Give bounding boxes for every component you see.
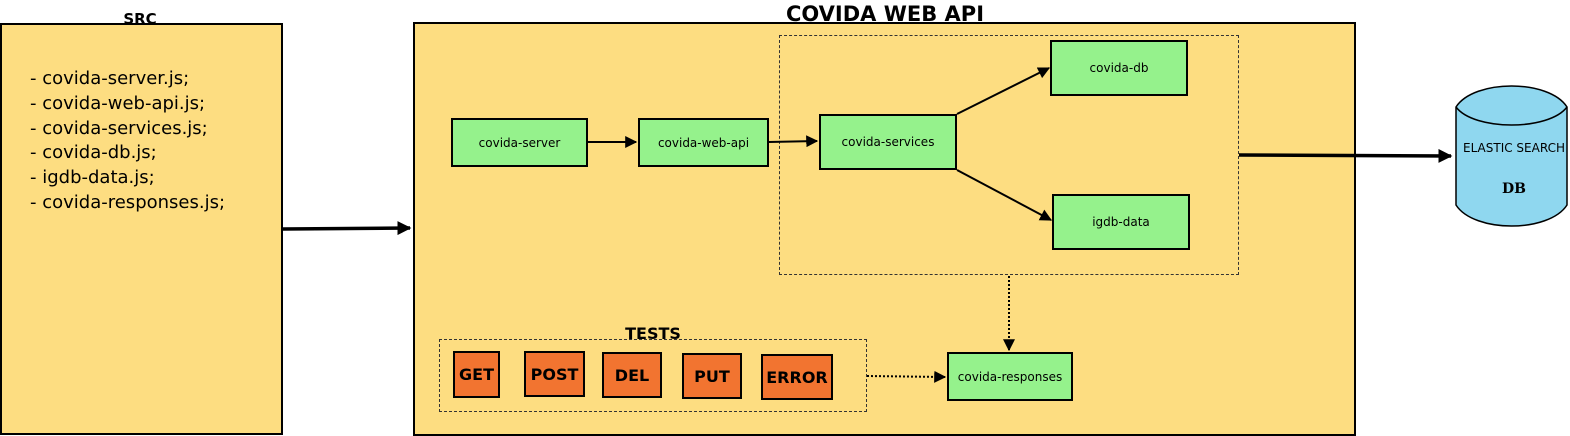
database-label: ELASTIC SEARCH (1463, 141, 1565, 155)
src-file-item: - covida-web-api.js; (30, 92, 206, 114)
services-group (779, 35, 1239, 275)
src-file-item: - covida-db.js; (30, 142, 157, 164)
edge-services-to-db (956, 67, 1051, 115)
tests-group (439, 339, 867, 412)
src-file-item: - covida-server.js; (30, 68, 190, 89)
src-file-list: - covida-server.js; - covida-web-api.js;… (30, 67, 225, 216)
covida-db-node[interactable]: covida-db (1050, 40, 1188, 96)
covida-server-node[interactable]: covida-server (451, 118, 588, 167)
test-get[interactable]: GET (453, 351, 500, 398)
src-file-item: - covida-responses.js; (30, 191, 226, 213)
api-title: COVIDA WEB API (785, 2, 985, 26)
test-post[interactable]: POST (524, 351, 585, 397)
test-del[interactable]: DEL (602, 352, 662, 398)
src-file-item: - igdb-data.js; (30, 167, 155, 189)
src-panel: - covida-server.js; - covida-web-api.js;… (0, 23, 283, 435)
edge-services-to-igdb (956, 169, 1053, 221)
database-shape (1455, 85, 1568, 227)
edge-group-to-database (1238, 148, 1453, 163)
test-put[interactable]: PUT (682, 353, 742, 399)
tests-title: TESTS (625, 324, 681, 343)
covida-web-api-node[interactable]: covida-web-api (638, 118, 769, 167)
edge-src-to-api (282, 221, 412, 236)
igdb-data-node[interactable]: igdb-data (1052, 194, 1190, 250)
covida-services-node[interactable]: covida-services (819, 114, 957, 170)
test-error[interactable]: ERROR (761, 354, 833, 400)
edge-webapi-to-services (768, 135, 819, 148)
covida-responses-node[interactable]: covida-responses (947, 352, 1073, 401)
edge-tests-to-responses (866, 370, 947, 383)
src-file-item: - covida-services.js; (30, 117, 208, 139)
database-sublabel: DB (1502, 181, 1526, 197)
